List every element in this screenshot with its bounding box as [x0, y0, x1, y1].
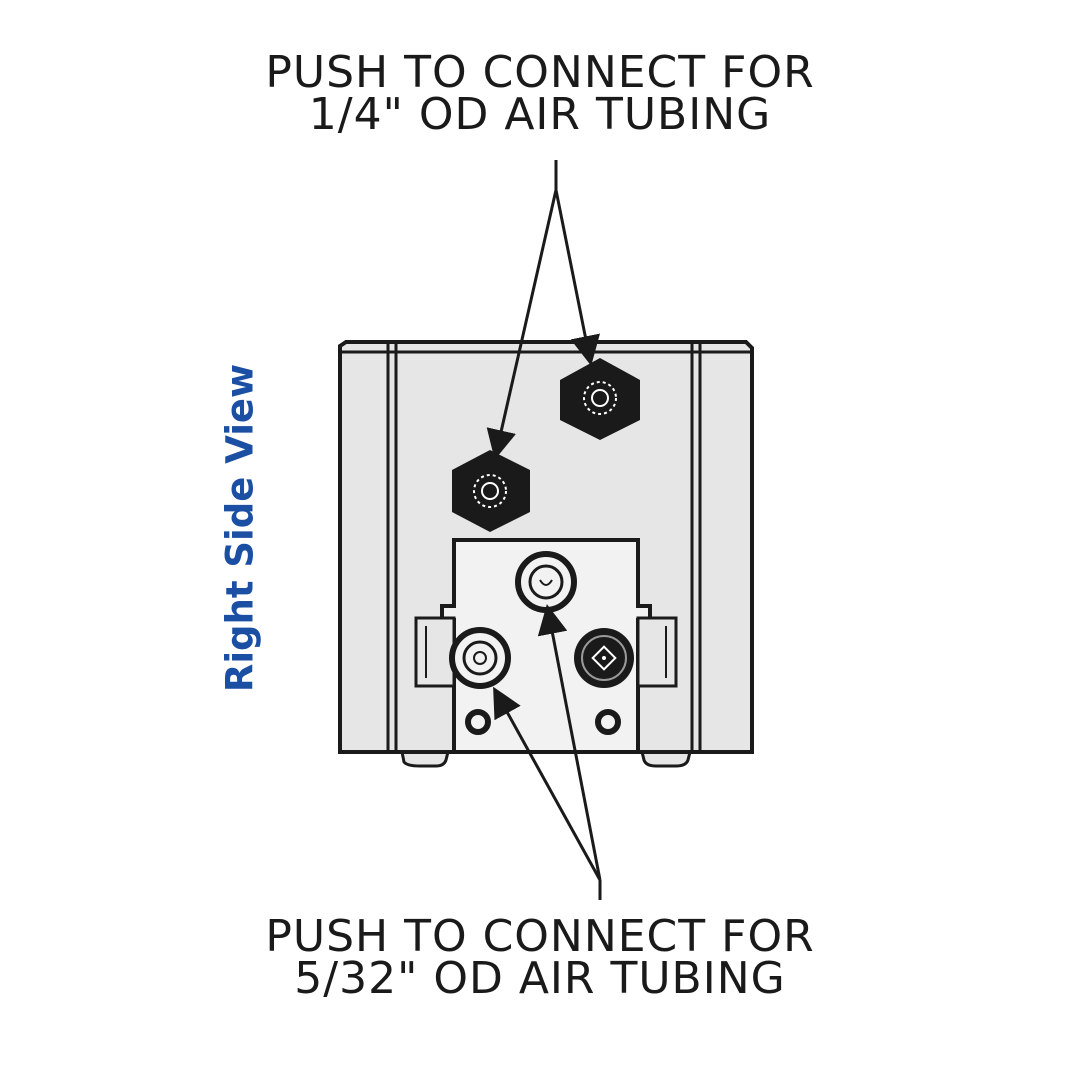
bottom-callout-line2: 5/32" OD AIR TUBING: [294, 953, 786, 1004]
round-push-connect-icon: [515, 551, 577, 613]
bottom-leader-arrows: [493, 604, 602, 900]
screw-hole-right: [595, 709, 621, 735]
hex-push-connect-icon: [560, 358, 640, 440]
hex-push-connect-icon: [452, 450, 530, 532]
arrow-to-left-fitting: [493, 686, 602, 881]
panel-tab-left: [414, 616, 456, 688]
foot-left: [400, 750, 450, 768]
screw-hole-left: [465, 709, 491, 735]
device-feet: [400, 750, 692, 768]
top-callout-line1: PUSH TO CONNECT FOR: [265, 47, 815, 98]
top-callout-line2: 1/4" OD AIR TUBING: [308, 89, 772, 140]
panel-tab-right: [636, 616, 678, 688]
bottom-callout: PUSH TO CONNECT FOR 5/32" OD AIR TUBING: [0, 911, 1080, 1004]
round-push-connect-icon: [449, 627, 511, 689]
arrow-to-top-fitting: [537, 604, 602, 881]
top-leader-arrows: [486, 160, 601, 460]
bottom-callout-line1: PUSH TO CONNECT FOR: [265, 911, 815, 962]
arrow-to-upper-fitting: [554, 189, 601, 366]
top-callout: PUSH TO CONNECT FOR 1/4" OD AIR TUBING: [0, 47, 1080, 140]
foot-right: [640, 750, 692, 768]
mounting-holes: [465, 709, 621, 735]
electrical-connector-icon: [574, 628, 634, 688]
arrow-to-lower-fitting: [486, 189, 558, 460]
